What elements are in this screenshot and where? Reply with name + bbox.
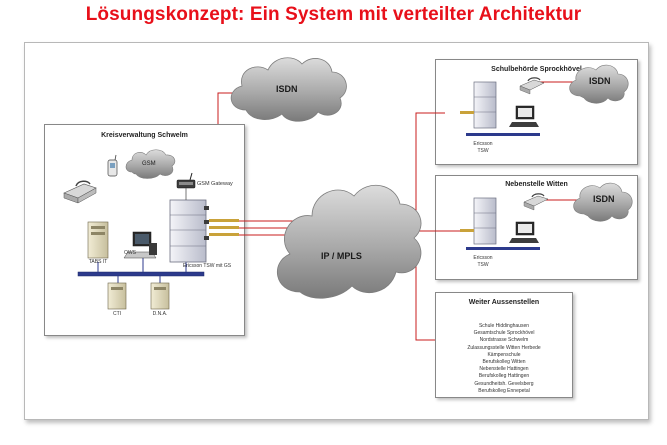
ows-workstation-icon bbox=[123, 231, 157, 259]
witten-title: Nebenstelle Witten bbox=[505, 181, 568, 188]
label-cti: CTI bbox=[112, 311, 122, 317]
cloud-label-isdn-schul: ISDN bbox=[589, 76, 611, 86]
witten-laptop-icon bbox=[509, 221, 539, 243]
cti-server-icon bbox=[107, 282, 127, 310]
label-ows: OWS bbox=[124, 250, 136, 256]
mobile-phone-icon bbox=[107, 154, 118, 177]
lan-bar-witten bbox=[466, 247, 540, 250]
aussen-item: Schule Hiddinghausen bbox=[478, 323, 530, 329]
aussen-item: Nordstrasse Schwelm bbox=[479, 337, 529, 344]
label-dna: D.N.A. bbox=[152, 311, 168, 317]
lan-bar-schul bbox=[466, 133, 540, 136]
cloud-label-ip-mpls: IP / MPLS bbox=[321, 251, 362, 261]
schul-phone-icon bbox=[519, 77, 545, 95]
aussen-item: Zulassungsstelle Witten Herbede bbox=[467, 344, 541, 351]
cloud-label-isdn-top: ISDN bbox=[276, 84, 298, 94]
aussen-item: Gesamtschule Sprockhövel bbox=[473, 330, 535, 337]
aussen-item: Kämpenschule bbox=[487, 351, 521, 358]
lan-bar-kreis bbox=[77, 271, 205, 277]
isdn-witten-cloud bbox=[573, 182, 633, 222]
dna-server-icon bbox=[150, 282, 170, 310]
cloud-label-isdn-witten: ISDN bbox=[593, 194, 615, 204]
aussen-item: Berufskolleg Ennepetal bbox=[478, 387, 530, 394]
aussen-item: Nebenstelle Hattingen bbox=[479, 366, 529, 373]
schulbehoerde-title: Schulbehörde Sprockhövel bbox=[491, 66, 582, 73]
diagram-title: Lösungskonzept: Ein System mit verteilte… bbox=[85, 4, 582, 25]
kreisverwaltung-title: Kreisverwaltung Schwelm bbox=[101, 132, 188, 139]
aussen-item: Berufskolleg Hattingen bbox=[478, 373, 530, 380]
isdn-top-cloud bbox=[230, 57, 347, 122]
label-witten-ericsson: Ericsson bbox=[473, 255, 493, 261]
schul-pbx-icon bbox=[460, 81, 497, 129]
label-witten-tsw: TSW bbox=[477, 262, 489, 268]
witten-pbx-icon bbox=[460, 197, 497, 245]
cloud-label-gsm: GSM bbox=[142, 161, 156, 167]
isdn-schul-cloud bbox=[569, 64, 629, 104]
schul-laptop-icon bbox=[509, 105, 539, 127]
label-tabs-it: TABS IT bbox=[88, 259, 108, 265]
aussen-item: Berufskolleg Witten bbox=[482, 359, 526, 366]
link-ip-schul bbox=[395, 112, 445, 219]
tabs-it-server-icon bbox=[87, 221, 109, 259]
aussen-title: Weiter Aussenstellen bbox=[468, 299, 540, 306]
box-weitere-aussenstellen: Weiter Aussenstellen Schule Hiddinghause… bbox=[435, 292, 573, 398]
gsm-cloud bbox=[125, 149, 176, 179]
label-schul-ericsson: Ericsson bbox=[473, 141, 493, 147]
label-schul-tsw: TSW bbox=[477, 148, 489, 154]
witten-phone-icon bbox=[523, 193, 549, 211]
label-ericsson-tsw-gs: Ericsson TSW mit GS bbox=[182, 263, 232, 269]
label-gsm-gateway: GSM Gateway bbox=[197, 181, 233, 187]
ip-mpls-cloud bbox=[276, 184, 422, 299]
gsm-gateway-icon bbox=[176, 172, 196, 200]
aussen-item: Gesundheitsh. Gevelsberg bbox=[474, 380, 534, 387]
kreis-pbx-icon bbox=[169, 199, 239, 263]
desk-phone-icon bbox=[63, 180, 97, 204]
